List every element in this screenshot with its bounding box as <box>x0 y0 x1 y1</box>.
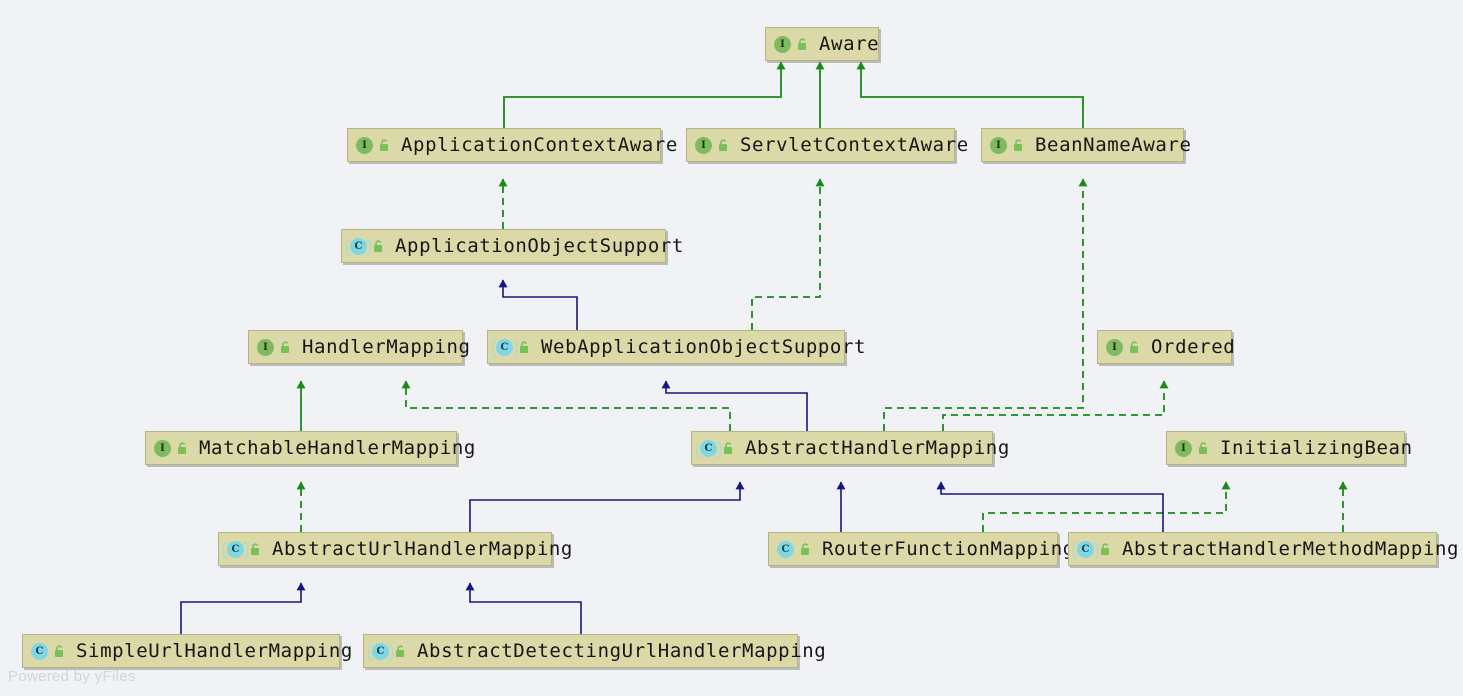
unlocked-padlock-icon <box>251 542 259 555</box>
node-icons: I <box>257 338 292 356</box>
class-node-beanNameAware[interactable]: I BeanNameAware <box>981 128 1191 162</box>
class-node-label: InitializingBean <box>1220 437 1413 459</box>
edge-abstractDetectingUrlHandlerMapping-to-abstractUrlHandlerMapping <box>465 582 582 634</box>
abstract-class-icon: C <box>368 642 393 661</box>
node-icons: C <box>696 439 735 458</box>
abstract-class-icon: C <box>346 237 371 256</box>
node-icons: C <box>31 642 66 660</box>
class-node-webApplicationObjectSupport[interactable]: C WebApplicationObjectSupport <box>487 330 865 364</box>
interface-icon: I <box>695 136 712 154</box>
edge-abstractHandlerMapping-to-webApplicationObjectSupport <box>661 380 808 431</box>
edge-applicationContextAware-to-aware <box>503 61 786 128</box>
edge-webApplicationObjectSupport-to-applicationObjectSupport <box>498 279 578 330</box>
class-node-label: ServletContextAware <box>740 134 969 156</box>
interface-icon: I <box>1106 338 1123 356</box>
class-node-label: AbstractUrlHandlerMapping <box>272 538 573 560</box>
interface-icon: I <box>154 439 171 457</box>
node-icons: C <box>492 338 531 357</box>
unlocked-padlock-icon <box>719 138 727 151</box>
class-node-abstractUrlHandlerMapping[interactable]: C AbstractUrlHandlerMapping <box>218 532 572 566</box>
class-node-simpleUrlHandlerMapping[interactable]: C SimpleUrlHandlerMapping <box>22 634 352 668</box>
edge-simpleUrlHandlerMapping-to-abstractUrlHandlerMapping <box>180 582 306 634</box>
interface-icon: I <box>774 35 791 53</box>
abstract-class-icon: C <box>1073 540 1098 559</box>
class-node-label: AbstractHandlerMethodMapping <box>1122 538 1460 560</box>
class-node-label: HandlerMapping <box>302 336 471 358</box>
class-node-label: AbstractHandlerMapping <box>745 437 1010 459</box>
class-node-label: WebApplicationObjectSupport <box>541 336 867 358</box>
edge-abstractHandlerMapping-to-beanNameAware <box>883 178 1088 431</box>
class-node-label: RouterFunctionMapping <box>822 538 1075 560</box>
class-icon: C <box>31 642 48 660</box>
unlocked-padlock-icon <box>724 441 732 454</box>
class-node-label: BeanNameAware <box>1035 134 1192 156</box>
class-node-label: Aware <box>819 33 880 55</box>
unlocked-padlock-icon <box>281 340 289 353</box>
unlocked-padlock-icon <box>1199 441 1207 454</box>
class-node-applicationObjectSupport[interactable]: C ApplicationObjectSupport <box>341 229 683 263</box>
edge-webApplicationObjectSupport-to-servletContextAware <box>751 178 825 330</box>
unlocked-padlock-icon <box>520 340 528 353</box>
edge-abstractHandlerMethodMapping-to-abstractHandlerMapping <box>936 481 1164 532</box>
class-node-initializingBean[interactable]: I InitializingBean <box>1166 431 1412 465</box>
class-icon: C <box>777 540 794 558</box>
node-icons: C <box>368 642 407 661</box>
node-icons: C <box>1073 540 1112 559</box>
class-node-abstractDetectingUrlHandlerMapping[interactable]: C AbstractDetectingUrlHandlerMapping <box>363 634 826 668</box>
class-node-label: SimpleUrlHandlerMapping <box>76 640 353 662</box>
unlocked-padlock-icon <box>1130 340 1138 353</box>
unlocked-padlock-icon <box>801 542 809 555</box>
node-icons: C <box>346 237 385 256</box>
abstract-class-icon: C <box>492 338 517 357</box>
node-icons: I <box>356 136 391 154</box>
class-node-aware[interactable]: I Aware <box>765 27 879 61</box>
class-node-label: MatchableHandlerMapping <box>199 437 476 459</box>
node-icons: C <box>777 540 812 558</box>
unlocked-padlock-icon <box>374 239 382 252</box>
interface-icon: I <box>990 136 1007 154</box>
node-icons: I <box>1175 439 1210 457</box>
class-node-abstractHandlerMethodMapping[interactable]: C AbstractHandlerMethodMapping <box>1068 532 1458 566</box>
edge-abstractHandlerMapping-to-ordered <box>942 380 1169 431</box>
class-node-matchableHandlerMapping[interactable]: I MatchableHandlerMapping <box>145 431 475 465</box>
class-node-label: Ordered <box>1151 336 1236 358</box>
class-node-label: AbstractDetectingUrlHandlerMapping <box>417 640 827 662</box>
unlocked-padlock-icon <box>1014 138 1022 151</box>
class-node-applicationContextAware[interactable]: I ApplicationContextAware <box>347 128 677 162</box>
node-icons: I <box>1106 338 1141 356</box>
unlocked-padlock-icon <box>798 37 806 50</box>
interface-icon: I <box>1175 439 1192 457</box>
unlocked-padlock-icon <box>380 138 388 151</box>
unlocked-padlock-icon <box>1101 542 1109 555</box>
unlocked-padlock-icon <box>178 441 186 454</box>
class-node-abstractHandlerMapping[interactable]: C AbstractHandlerMapping <box>691 431 1009 465</box>
node-icons: I <box>154 439 189 457</box>
yfiles-watermark: Powered by yFiles <box>8 668 136 685</box>
class-node-handlerMapping[interactable]: I HandlerMapping <box>248 330 470 364</box>
node-icons: I <box>695 136 730 154</box>
class-node-routerFunctionMapping[interactable]: C RouterFunctionMapping <box>768 532 1074 566</box>
node-icons: C <box>223 540 262 559</box>
unlocked-padlock-icon <box>396 644 404 657</box>
node-icons: I <box>774 35 809 53</box>
class-node-label: ApplicationContextAware <box>401 134 678 156</box>
class-node-servletContextAware[interactable]: I ServletContextAware <box>686 128 968 162</box>
edge-beanNameAware-to-aware <box>856 61 1084 128</box>
unlocked-padlock-icon <box>55 644 63 657</box>
abstract-class-icon: C <box>696 439 721 458</box>
interface-icon: I <box>356 136 373 154</box>
edge-abstractHandlerMapping-to-handlerMapping <box>401 380 731 431</box>
class-node-label: ApplicationObjectSupport <box>395 235 684 257</box>
class-node-ordered[interactable]: I Ordered <box>1097 330 1236 364</box>
edge-abstractUrlHandlerMapping-to-abstractHandlerMapping <box>469 481 745 532</box>
node-icons: I <box>990 136 1025 154</box>
interface-icon: I <box>257 338 274 356</box>
edge-routerFunctionMapping-to-initializingBean <box>982 481 1231 532</box>
abstract-class-icon: C <box>223 540 248 559</box>
